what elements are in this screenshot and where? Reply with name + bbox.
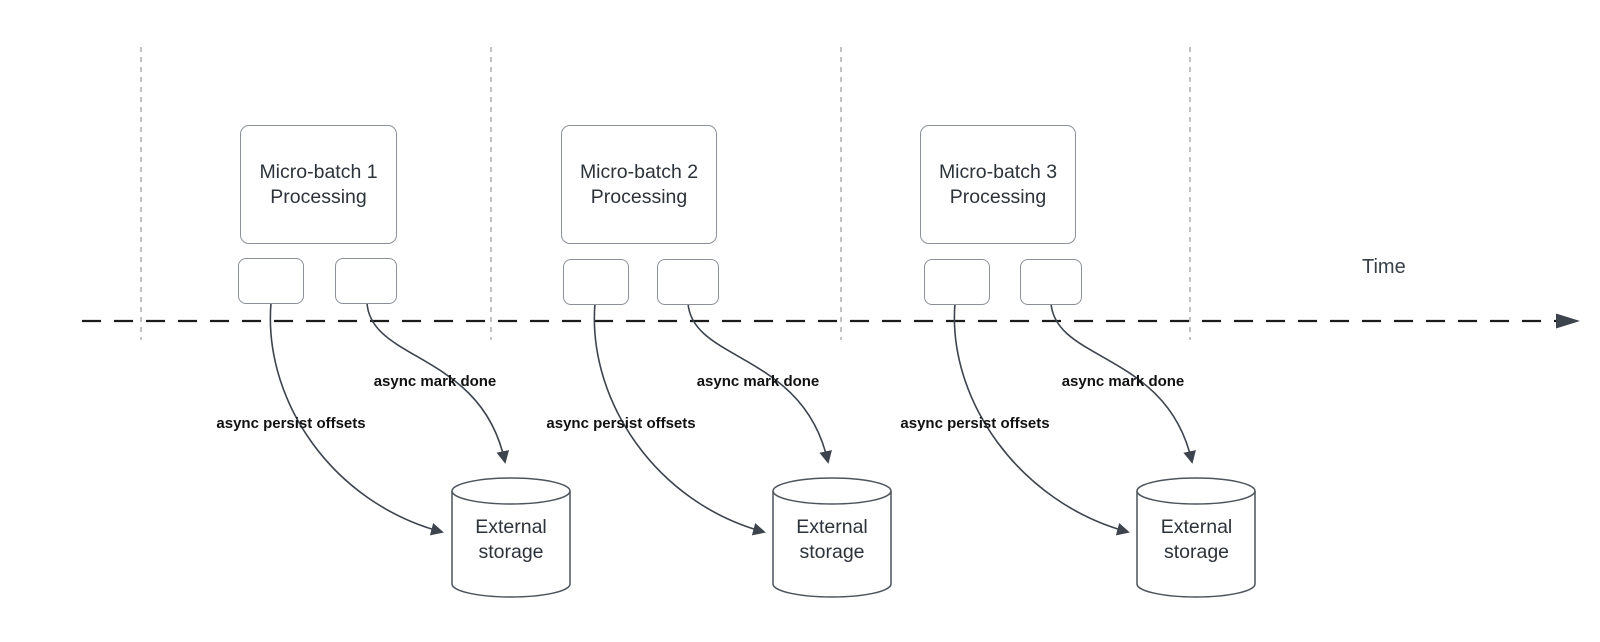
persist-offsets-arrow-1 <box>269 302 444 536</box>
persist-offsets-arrow-2 <box>593 302 766 536</box>
micro-batch-3-processing-box: Micro-batch 3 Processing <box>920 125 1076 244</box>
storage-cylinder-1 <box>451 477 571 598</box>
persist-offsets-label-2: async persist offsets <box>546 415 696 432</box>
persist-offsets-arrow-3 <box>953 302 1130 536</box>
mark-done-task-box-2 <box>657 259 719 305</box>
time-axis-arrowhead-icon <box>1556 313 1580 329</box>
micro-batch-1-processing-box: Micro-batch 1 Processing <box>240 125 397 244</box>
persist-offsets-task-box-2 <box>563 259 629 305</box>
storage-cylinder-3 <box>1136 477 1256 598</box>
persist-offsets-task-box-3 <box>924 259 990 305</box>
persist-offsets-task-box-1 <box>238 258 304 304</box>
time-axis-label: Time <box>1362 256 1406 278</box>
mark-done-task-box-3 <box>1020 259 1082 305</box>
mark-done-label-1: async mark done <box>373 373 497 390</box>
mark-done-label-2: async mark done <box>696 373 820 390</box>
micro-batch-2-processing-box: Micro-batch 2 Processing <box>561 125 717 244</box>
persist-offsets-label-3: async persist offsets <box>900 415 1050 432</box>
persist-offsets-label-1: async persist offsets <box>216 415 366 432</box>
mark-done-arrow-1 <box>366 302 510 464</box>
mark-done-arrow-3 <box>1050 302 1196 464</box>
storage-cylinder-2 <box>772 477 892 598</box>
mark-done-arrow-2 <box>687 302 832 464</box>
mark-done-label-3: async mark done <box>1061 373 1185 390</box>
mark-done-task-box-1 <box>335 258 397 304</box>
